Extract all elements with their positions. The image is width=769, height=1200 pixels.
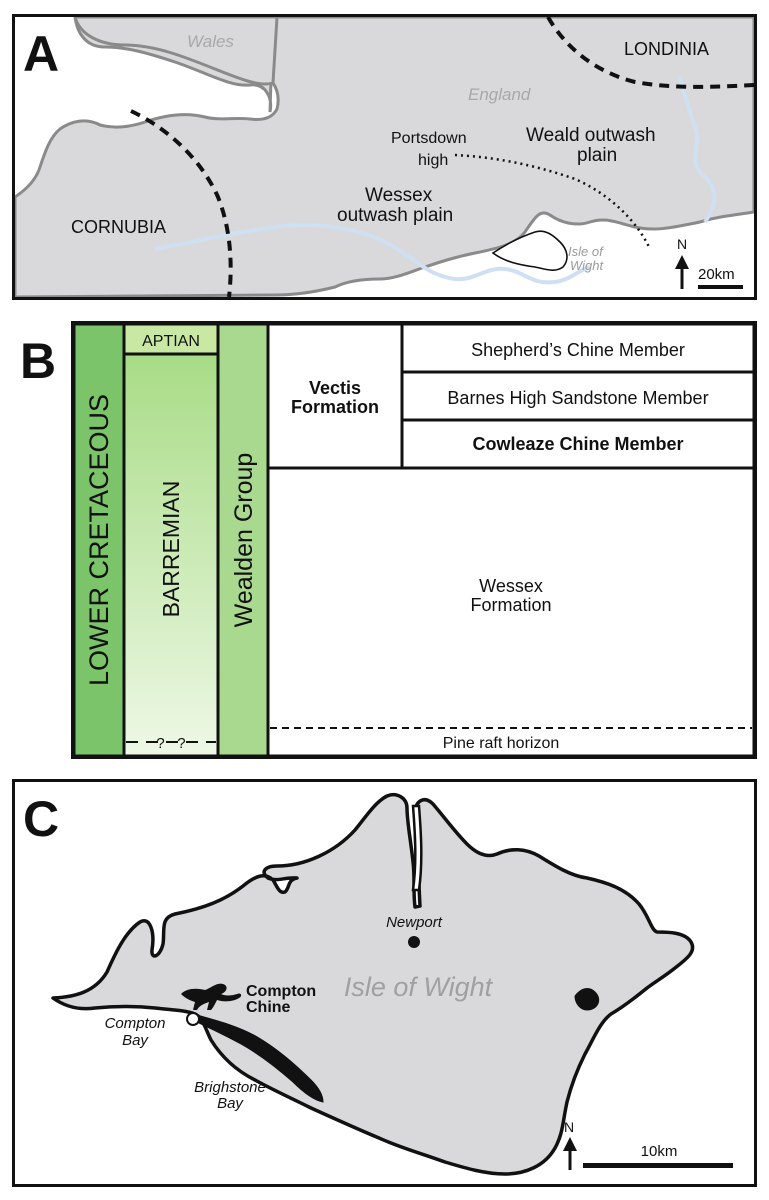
wessex-outcrop-east: [574, 988, 600, 1011]
panel-b-svg: LOWER CRETACEOUS APTIAN BARREMIAN ? ? We…: [74, 324, 754, 756]
wessex-outwash-label-2: outwash plain: [337, 205, 453, 226]
wales-headland: [73, 17, 279, 86]
panel-c-svg: Newport Isle of Wight Compton Chine Comp…: [51, 793, 733, 1176]
lower-cretaceous-label: LOWER CRETACEOUS: [84, 394, 114, 686]
panel-letter-a: A: [23, 26, 60, 82]
portsdown-label-1: Portsdown: [391, 130, 467, 147]
panel-b-stratigraphy: LOWER CRETACEOUS APTIAN BARREMIAN ? ? We…: [71, 321, 757, 759]
isle-of-wight-small-label-2: Wight: [570, 258, 605, 273]
thames-river: [678, 76, 717, 224]
wessex-outwash-label-1: Wessex: [365, 185, 433, 206]
member-box-2: [400, 370, 754, 422]
scale-bar-c: [583, 1163, 733, 1168]
panel-letter-b: B: [20, 333, 57, 389]
north-arrow-icon-a: [675, 255, 689, 289]
panel-c-map: Newport Isle of Wight Compton Chine Comp…: [12, 779, 757, 1187]
panel-a-svg: Wales England LONDINIA CORNUBIA Portsdow…: [15, 17, 754, 297]
barremian-label: BARREMIAN: [158, 481, 184, 618]
panel-a-map: Wales England LONDINIA CORNUBIA Portsdow…: [12, 14, 757, 300]
compton-chine-label-2: Chine: [246, 999, 291, 1016]
solent-river: [154, 223, 591, 285]
member-box-3: [400, 418, 754, 470]
england-land: [15, 17, 754, 297]
weald-label-2: plain: [577, 145, 617, 166]
compton-bay-marker: [186, 1012, 200, 1026]
medina-river: [411, 804, 423, 892]
member-label-3: Cowleaze Chine Member: [472, 434, 683, 454]
aptian-label: APTIAN: [142, 333, 200, 350]
wealden-group-label: Wealden Group: [230, 453, 258, 628]
wessex-outcrop-southwest: [192, 1013, 324, 1103]
north-arrow-icon-c: [563, 1137, 577, 1170]
wales-label: Wales: [187, 32, 234, 51]
brighstone-bay-label-1: Brighstone: [194, 1079, 266, 1096]
cornubia-boundary: [130, 109, 233, 297]
vectis-formation-label-1: Vectis: [309, 378, 361, 398]
isle-of-wight-small-label-1: Isle of: [568, 244, 604, 259]
dinosaur-icon: [181, 983, 242, 1010]
pine-raft-horizon-label: Pine raft horizon: [443, 735, 560, 752]
compton-bay-label-1: Compton: [105, 1015, 166, 1032]
londinia-label: LONDINIA: [624, 39, 709, 59]
scale-label-c: 10km: [641, 1143, 678, 1160]
isle-of-wight-land: [51, 793, 695, 1176]
compton-bay-label-2: Bay: [122, 1032, 149, 1049]
barremian-base-marks: ? ?: [156, 735, 185, 752]
member-label-2: Barnes High Sandstone Member: [447, 388, 708, 408]
isle-of-wight-label: Isle of Wight: [344, 972, 494, 1002]
compton-chine-label-1: Compton: [246, 983, 316, 1000]
cornubia-label: CORNUBIA: [71, 217, 166, 237]
scale-label-a: 20km: [698, 266, 735, 283]
weald-label-1: Weald outwash: [526, 125, 656, 146]
member-box-1: [400, 324, 754, 374]
barremian-box: [122, 352, 220, 756]
panel-letter-c: C: [23, 791, 60, 847]
north-label-c: N: [564, 1119, 574, 1135]
england-label: England: [468, 85, 531, 104]
portsdown-high-line: [454, 153, 652, 250]
isle-of-wight-small: [491, 230, 568, 271]
newport-dot: [408, 936, 420, 948]
vectis-formation-label-2: Formation: [291, 397, 379, 417]
scale-bar-a: [698, 285, 743, 289]
portsdown-label-2: high: [418, 152, 448, 169]
wessex-formation-box: [266, 466, 754, 756]
brighstone-bay-label-2: Bay: [217, 1095, 244, 1112]
north-label-a: N: [677, 236, 687, 252]
member-label-1: Shepherd’s Chine Member: [471, 340, 685, 360]
wessex-formation-label-2: Formation: [470, 595, 551, 615]
newport-label: Newport: [386, 914, 443, 931]
londinia-boundary: [546, 17, 754, 89]
wessex-formation-label-1: Wessex: [479, 576, 543, 596]
